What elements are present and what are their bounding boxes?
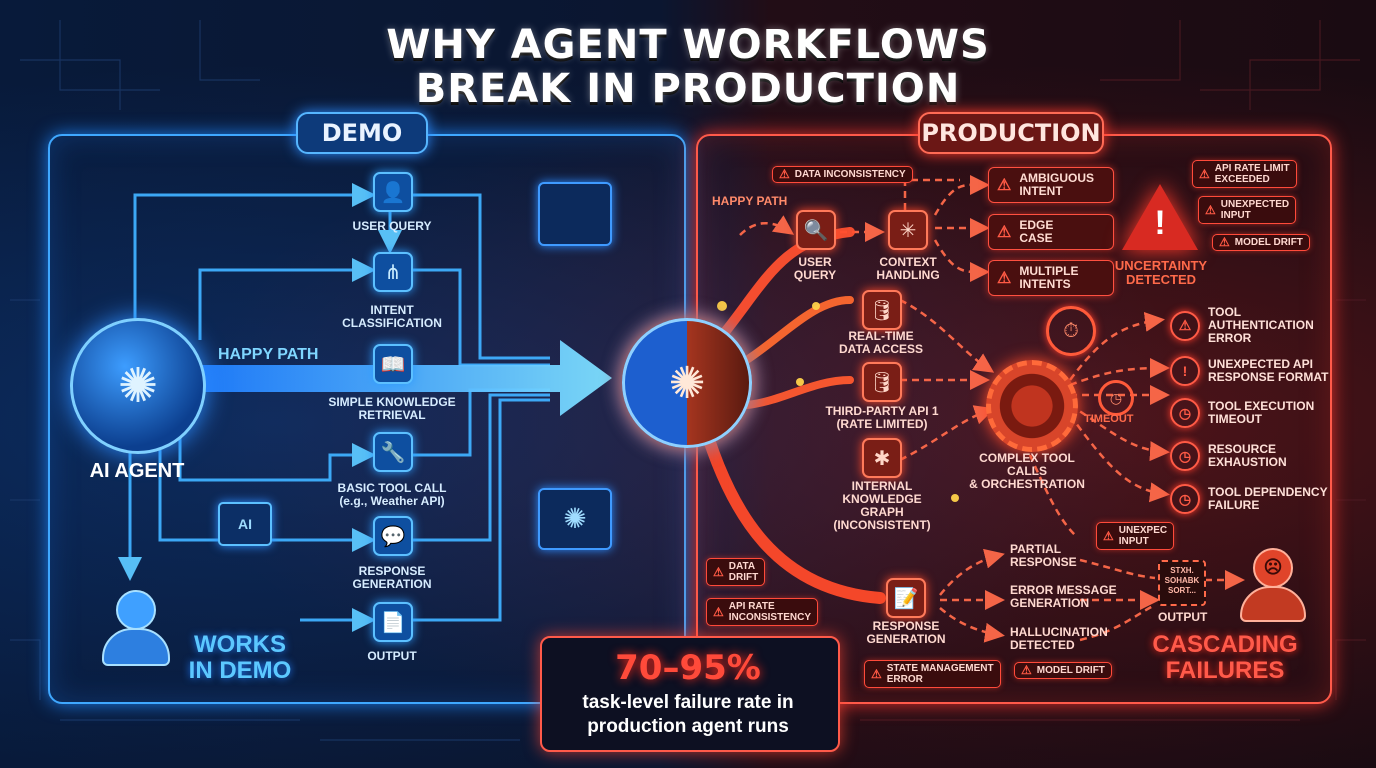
state-management-warning: ⚠STATE MANAGEMENT ERROR [864, 660, 1001, 688]
failure-rate-line-1: task-level failure rate in [540, 692, 836, 714]
warning-icon: ⚠ [779, 169, 790, 180]
partial-response: PARTIAL RESPONSE [1010, 543, 1077, 569]
graph-icon: ✱ [862, 438, 902, 478]
demo-label: DEMO [296, 112, 428, 154]
book-icon: 📖 [373, 344, 413, 384]
database-icon: 🛢 [862, 290, 902, 330]
model-drift-warning-2: ⚠MODEL DRIFT [1014, 662, 1112, 679]
alert-icon: ! [1170, 356, 1200, 386]
warning-icon: ⚠ [997, 272, 1011, 285]
warning-icon: ⚠ [1219, 237, 1230, 248]
unexpected-api-format: !UNEXPECTED API RESPONSE FORMAT [1170, 356, 1328, 386]
network-icon: ⋔ [373, 252, 413, 292]
works-in-demo: WORKS IN DEMO [175, 632, 305, 684]
uncertainty-detected: UNCERTAINTY DETECTED [1106, 259, 1216, 287]
title-line-2: BREAK IN PRODUCTION [0, 66, 1376, 112]
warning-icon: ⚠ [1205, 205, 1216, 216]
ai-agent-sphere: ✺ [70, 318, 206, 454]
stopwatch-icon: ⏱ [1046, 306, 1096, 356]
processor-brain-icon: ✺ [538, 488, 612, 550]
tool-execution-timeout: ◷TOOL EXECUTION TIMEOUT [1170, 398, 1314, 428]
gear-icon [986, 360, 1078, 452]
cascading-failures: CASCADING FAILURES [1140, 632, 1310, 684]
failure-rate-line-2: production agent runs [540, 716, 836, 738]
warning-icon: ⚠ [713, 607, 724, 618]
warning-icon: ⚠ [713, 567, 724, 578]
edit-document-icon: 📝 [886, 578, 926, 618]
edge-case-warning: ⚠EDGE CASE [988, 214, 1114, 250]
network-icon: ✳ [888, 210, 928, 250]
clock-icon: ◷ [1170, 441, 1200, 471]
timeout-label: TIMEOUT [1084, 413, 1134, 425]
hallucination-detected: HALLUCINATION DETECTED [1010, 626, 1108, 652]
data-inconsistency-warning: ⚠DATA INCONSISTENCY [772, 166, 913, 183]
failure-rate-value: 70–95% [540, 648, 836, 688]
api-rate-limit-warning: ⚠API RATE LIMIT EXCEEDED [1192, 160, 1297, 188]
error-message-generation: ERROR MESSAGE GENERATION [1010, 584, 1117, 610]
processor-icon [538, 182, 612, 246]
garbled-output-box: STXH. SOHABK SORT... [1158, 560, 1206, 606]
brain-icon: ✺ [669, 358, 706, 409]
happy-user-avatar [102, 590, 166, 664]
prod-output-label: OUTPUT [1158, 610, 1207, 624]
multiple-intents-warning: ⚠MULTIPLE INTENTS [988, 260, 1114, 296]
clock-icon: ◷ [1170, 484, 1200, 514]
tool-auth-error: ⚠TOOL AUTHENTICATION ERROR [1170, 306, 1314, 345]
chip-icon: AI [218, 502, 272, 546]
ambiguous-intent-warning: ⚠AMBIGUOUS INTENT [988, 167, 1114, 203]
resource-exhaustion: ◷RESOURCE EXHAUSTION [1170, 441, 1287, 471]
database-icon: 🛢 [862, 362, 902, 402]
warning-icon: ⚠ [1170, 311, 1200, 341]
wrench-icon: 🔧 [373, 432, 413, 472]
user-icon: 👤 [373, 172, 413, 212]
warning-icon: ⚠ [997, 179, 1011, 192]
search-icon: 🔍 [796, 210, 836, 250]
warning-icon: ⚠ [871, 669, 882, 680]
warning-icon: ⚠ [997, 226, 1011, 239]
warning-icon: ⚠ [1199, 169, 1210, 180]
chat-icon: 💬 [373, 516, 413, 556]
demo-happy-path-label: HAPPY PATH [218, 346, 318, 364]
title-line-1: WHY AGENT WORKFLOWS [0, 22, 1376, 68]
split-agent-sphere: ✺ [622, 318, 752, 448]
unexpected-input-warning-2: ⚠UNEXPEC INPUT [1096, 522, 1174, 550]
data-drift-warning: ⚠DATA DRIFT [706, 558, 765, 586]
production-label: PRODUCTION [918, 112, 1104, 154]
clock-icon: ◷ [1170, 398, 1200, 428]
prod-happy-path-label: HAPPY PATH [712, 194, 787, 208]
warning-icon: ⚠ [1021, 665, 1032, 676]
sad-user-avatar: ☹ [1240, 548, 1302, 620]
tool-dependency-failure: ◷TOOL DEPENDENCY FAILURE [1170, 484, 1328, 514]
clock-icon: ◷ [1098, 380, 1134, 416]
document-icon: 📄 [373, 602, 413, 642]
api-rate-inconsistency-warning: ⚠API RATE INCONSISTENCY [706, 598, 818, 626]
brain-icon: ✺ [118, 358, 158, 414]
model-drift-warning: ⚠MODEL DRIFT [1212, 234, 1310, 251]
ai-agent-label: AI AGENT [72, 460, 202, 483]
unexpected-input-warning: ⚠UNEXPECTED INPUT [1198, 196, 1296, 224]
uncertainty-exclaim: ! [1150, 204, 1170, 243]
orchestration-label: COMPLEX TOOL CALLS & ORCHESTRATION [960, 452, 1094, 491]
warning-icon: ⚠ [1103, 531, 1114, 542]
